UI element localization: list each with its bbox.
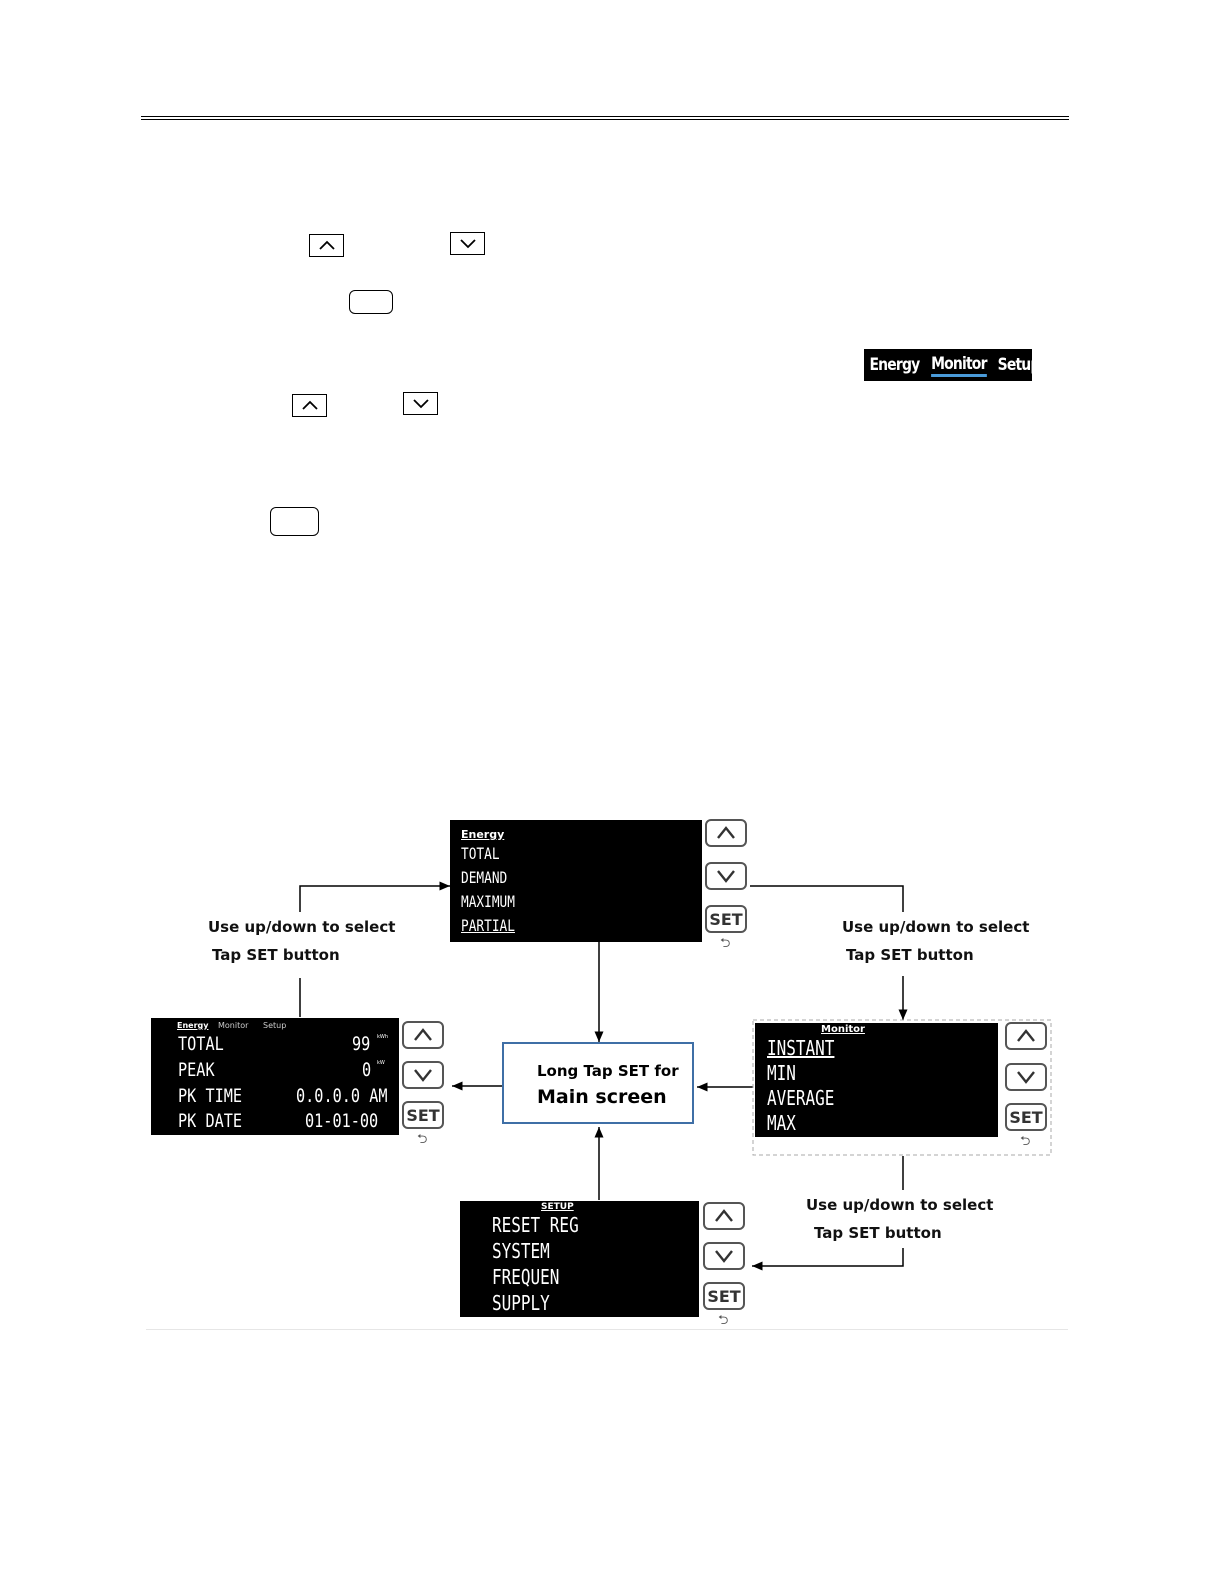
- right-instruction-line2: Tap SET button: [846, 946, 974, 964]
- setup-item-frequen: FREQUEN: [492, 1265, 560, 1289]
- summary-set-button[interactable]: SET: [402, 1101, 444, 1129]
- back-icon: ⮌: [417, 1132, 428, 1147]
- summary-label-pk-time: PK TIME: [178, 1085, 243, 1107]
- energy-down-button[interactable]: [705, 862, 747, 890]
- monitor-set-button[interactable]: SET: [1005, 1103, 1047, 1131]
- setup-item-system: SYSTEM: [492, 1239, 550, 1263]
- monitor-item-min: MIN: [767, 1061, 796, 1085]
- main-box-line2: Main screen: [537, 1086, 667, 1108]
- energy-screen: Energy TOTAL DEMAND MAXIMUM PARTIAL: [450, 820, 702, 942]
- energy-item-partial: PARTIAL: [461, 916, 515, 935]
- main-box-line1: Long Tap SET for: [537, 1062, 679, 1080]
- up-key-icon: [292, 394, 327, 417]
- footer-rule: [146, 1329, 1068, 1330]
- down-key-icon: [403, 392, 438, 415]
- setup-screen-header: SETUP: [541, 1202, 574, 1212]
- bottom-instruction-line1: Use up/down to select: [806, 1196, 994, 1214]
- summary-unit-total: kWh: [377, 1034, 389, 1040]
- monitor-screen-header: Monitor: [821, 1024, 865, 1035]
- setup-item-reset-reg: RESET REG: [492, 1213, 579, 1237]
- monitor-item-average: AVERAGE: [767, 1086, 835, 1110]
- tab-energy: Energy: [869, 355, 920, 375]
- back-icon: ⮌: [718, 1313, 729, 1328]
- summary-tab-setup: Setup: [263, 1021, 287, 1030]
- setup-down-button[interactable]: [703, 1242, 745, 1270]
- monitor-item-max: MAX: [767, 1111, 796, 1135]
- back-icon: ⮌: [1020, 1134, 1031, 1149]
- energy-item-maximum: MAXIMUM: [461, 892, 515, 911]
- right-instruction-line1: Use up/down to select: [842, 918, 1030, 936]
- setup-item-supply: SUPPLY: [492, 1291, 550, 1315]
- energy-set-button[interactable]: SET: [705, 905, 747, 933]
- summary-tab-monitor: Monitor: [218, 1021, 249, 1030]
- setup-screen: SETUP RESET REG SYSTEM FREQUEN SUPPLY: [460, 1201, 699, 1317]
- bottom-instruction-line2: Tap SET button: [814, 1224, 942, 1242]
- down-key-icon: [450, 232, 485, 255]
- tab-monitor: Monitor: [930, 354, 987, 377]
- energy-item-total: TOTAL: [461, 844, 500, 863]
- summary-tab-energy: Energy: [177, 1021, 209, 1030]
- summary-value-pk-time: 0.0.0.0 AM: [296, 1085, 388, 1107]
- summary-screen: Energy Monitor Setup TOTAL 99 kWh PEAK 0…: [151, 1018, 399, 1135]
- left-instruction-line2: Tap SET button: [212, 946, 340, 964]
- left-instruction-line1: Use up/down to select: [208, 918, 396, 936]
- tab-setup: Setup: [997, 355, 1040, 375]
- monitor-item-instant: INSTANT: [767, 1036, 835, 1060]
- energy-item-demand: DEMAND: [461, 868, 508, 887]
- setup-up-button[interactable]: [703, 1202, 745, 1230]
- monitor-down-button[interactable]: [1005, 1063, 1047, 1091]
- summary-up-button[interactable]: [402, 1021, 444, 1049]
- summary-label-pk-date: PK DATE: [178, 1110, 243, 1132]
- summary-label-total: TOTAL: [178, 1033, 224, 1055]
- setup-set-button[interactable]: SET: [703, 1282, 745, 1310]
- monitor-screen: Monitor INSTANT MIN AVERAGE MAX: [755, 1023, 998, 1137]
- energy-screen-header: Energy: [461, 828, 505, 841]
- summary-value-total: 99: [352, 1033, 371, 1055]
- summary-value-peak: 0: [362, 1059, 372, 1081]
- energy-up-button[interactable]: [705, 819, 747, 847]
- header-rule: [141, 116, 1069, 117]
- monitor-up-button[interactable]: [1005, 1022, 1047, 1050]
- summary-value-pk-date: 01-01-00: [305, 1110, 379, 1132]
- set-key-icon: [349, 290, 393, 314]
- header-rule-double: [141, 119, 1069, 120]
- set-key-icon: [270, 507, 319, 536]
- up-key-icon: [309, 234, 344, 257]
- main-screen-box: Long Tap SET for Main screen: [502, 1042, 694, 1124]
- back-icon: ⮌: [720, 936, 731, 951]
- summary-down-button[interactable]: [402, 1061, 444, 1089]
- tab-bar-icon: Energy Monitor Setup: [864, 349, 1040, 381]
- summary-label-peak: PEAK: [178, 1059, 215, 1081]
- summary-unit-peak: kW: [377, 1060, 385, 1066]
